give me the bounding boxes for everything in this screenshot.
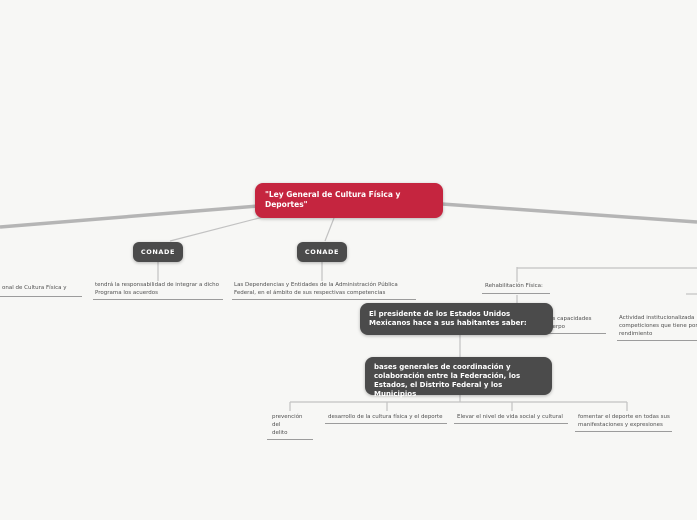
node-tendra-responsabilidad[interactable]: tendrá la responsabilidad de integrar a … (93, 281, 223, 300)
node-elevar-nivel-vida[interactable]: Elevar el nivel de vida social y cultura… (454, 413, 568, 424)
node-dependencias-entidades[interactable]: Las Dependencias y Entidades de la Admin… (232, 281, 416, 300)
node-rehabilitacion-fisica[interactable]: Rehabilitación Física: (482, 282, 550, 294)
branch-line-left (0, 204, 259, 229)
node-programa-cutoff[interactable]: onal de Cultura Física y (0, 284, 82, 297)
node-desarrollo-cultura-fisica[interactable]: desarrollo de la cultura física y el dep… (325, 413, 447, 424)
presidente-node[interactable]: El presidente de los Estados Unidos Mexi… (360, 303, 553, 335)
bases-generales-node[interactable]: bases generales de coordinación y colabo… (365, 357, 552, 398)
connector-root-conade-left (169, 216, 264, 242)
conade-node-right[interactable]: CONADE (297, 242, 347, 262)
node-fomentar-deporte[interactable]: fomentar el deporte en todas sus manifes… (575, 413, 672, 432)
node-actividad-institucionalizada[interactable]: Actividad institucionalizada competicion… (617, 314, 697, 341)
node-prevencion-delito[interactable]: prevención del delito (267, 413, 313, 440)
branch-line-right (441, 202, 697, 224)
connector-root-conade-right (324, 217, 335, 242)
mindmap-root-node[interactable]: "Ley General de Cultura Física y Deporte… (255, 183, 443, 218)
conade-node-left[interactable]: CONADE (133, 242, 183, 262)
